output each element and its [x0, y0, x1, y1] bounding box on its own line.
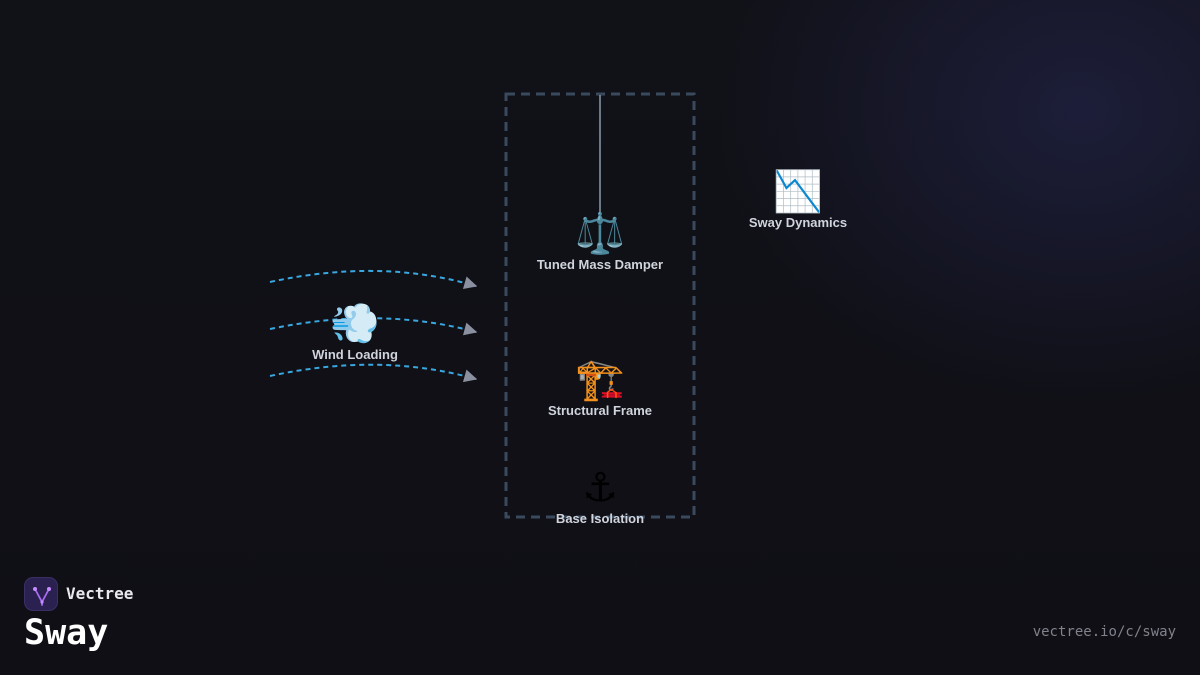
page-title: Sway: [24, 613, 109, 653]
node-structural-frame: 🏗️ Structural Frame: [548, 357, 652, 419]
node-sway-dynamics: 📉 Sway Dynamics: [749, 169, 847, 231]
node-label-base-isolation: Base Isolation: [555, 511, 645, 526]
node-label-wind-loading: Wind Loading: [312, 347, 398, 362]
node-wind-loading: 💨 Wind Loading: [312, 301, 398, 363]
wind-stream-bottom: [269, 363, 478, 383]
node-label-tuned-mass-damper: Tuned Mass Damper: [536, 257, 664, 272]
vectree-tree-icon: [24, 577, 58, 611]
chart-decreasing-icon: 📉: [773, 170, 823, 214]
page-url[interactable]: vectree.io/c/sway: [1032, 624, 1176, 640]
wind-stream-middle: [269, 317, 478, 336]
building-outline: [504, 92, 696, 519]
wind-stream-top: [269, 269, 478, 289]
construction-crane-icon: 🏗️: [575, 358, 625, 402]
node-base-isolation: ⚓ Base Isolation: [556, 465, 644, 527]
wind-icon: 💨: [330, 302, 380, 346]
node-tuned-mass-damper: ⚖️ Tuned Mass Damper: [537, 211, 663, 273]
anchor-icon: ⚓: [582, 466, 618, 510]
node-label-structural-frame: Structural Frame: [547, 403, 653, 418]
node-label-sway-dynamics: Sway Dynamics: [748, 215, 848, 230]
brand-name: Vectree: [66, 584, 134, 603]
balance-scale-icon: ⚖️: [575, 212, 625, 256]
